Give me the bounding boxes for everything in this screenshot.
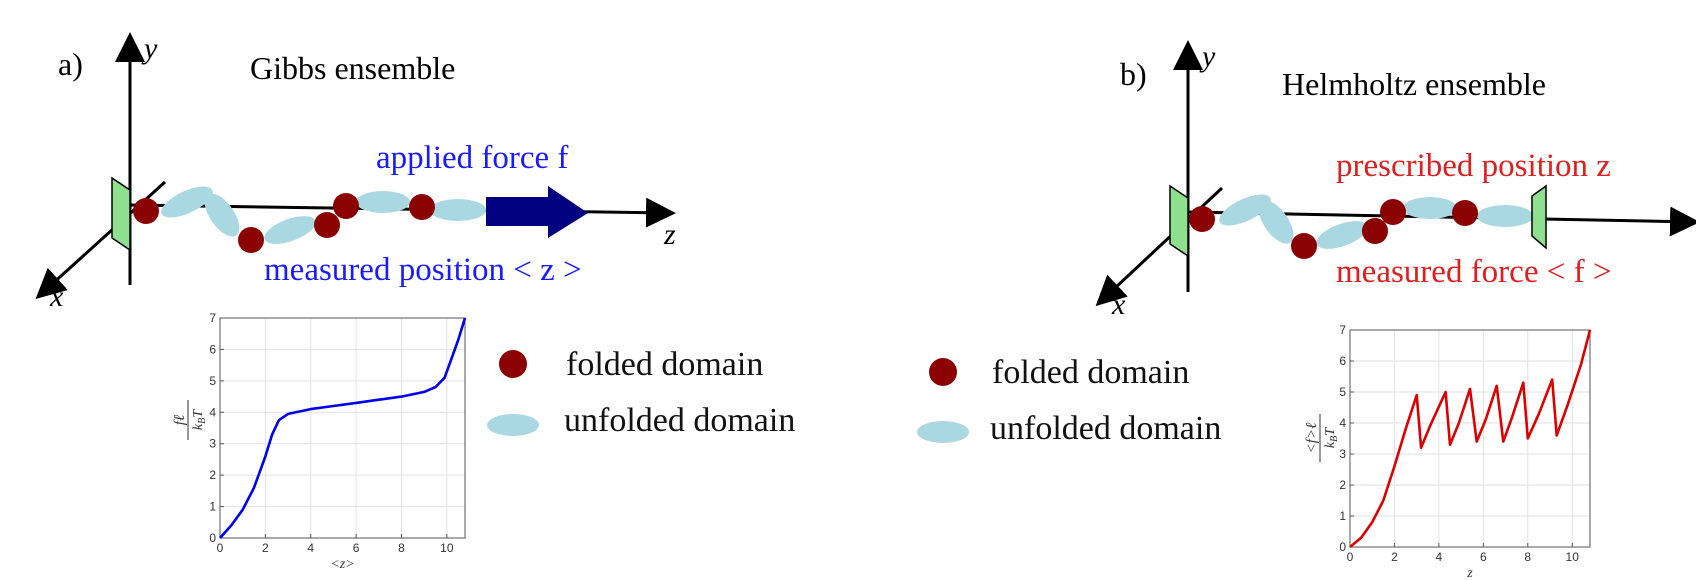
folded-domain [1380, 199, 1406, 225]
plot-b-ytick-label: 2 [1339, 478, 1346, 492]
svg-text:<f>ℓ: <f>ℓ [1304, 423, 1320, 454]
svg-text:kBT: kBT [191, 409, 208, 430]
legend-folded-label-a: folded domain [566, 346, 764, 383]
plot-b-series-line-0 [1349, 329, 1592, 548]
panel-b-title: Helmholtz ensemble [1282, 66, 1546, 102]
panel-b-chain [1189, 194, 1533, 259]
plot-b-ytick-label: 1 [1339, 509, 1346, 523]
panel-b-y-label: y [1202, 40, 1216, 73]
applied-force-label: applied force f [376, 140, 569, 176]
folded-domain [333, 193, 359, 219]
panel-a-chain [133, 186, 486, 253]
plot-a-plot-area [219, 317, 466, 539]
legend-unfolded-label-a: unfolded domain [564, 402, 796, 439]
panel-b-x-axis [1095, 186, 1224, 307]
folded-domain [238, 227, 264, 253]
legend-unfolded-marker-b [917, 421, 969, 443]
folded-domain [1291, 233, 1317, 259]
panel-b-wall-plate [1169, 184, 1189, 258]
panel-a-x-label: x [50, 280, 64, 313]
plot-a-xlabel: <z> [330, 557, 354, 572]
plot-a-ytick-label: 6 [209, 342, 216, 356]
unfolded-domain [161, 186, 213, 218]
panel-b-letter: b) [1120, 56, 1147, 92]
plot-a-xtick-label: 4 [307, 541, 314, 555]
plot-b-xtick-label: 10 [1566, 550, 1580, 564]
panel-b-grip-plate [1531, 184, 1547, 250]
applied-force-arrow [486, 186, 588, 238]
plot-a-xtick-label: 10 [440, 541, 454, 555]
panel-a-letter: a) [58, 46, 83, 82]
folded-domain [1189, 206, 1215, 232]
unfolded-domain [1403, 197, 1457, 219]
plot-a-plot-frame [219, 317, 466, 539]
legend-folded-marker-b [929, 358, 957, 386]
plot-b-xtick-label: 8 [1524, 550, 1531, 564]
folded-domain [409, 194, 435, 220]
folded-domain [1452, 200, 1478, 226]
plot-a-xtick-label: 8 [398, 541, 405, 555]
plot-a-ylabel: fℓ kBT [172, 400, 208, 440]
legend-folded-label-b: folded domain [992, 354, 1190, 391]
plot-a-xtick-label: 2 [262, 541, 269, 555]
measured-force-label: measured force < f > [1336, 254, 1612, 290]
prescribed-position-label: prescribed position z [1336, 148, 1611, 184]
plot-b-xtick-label: 4 [1436, 550, 1443, 564]
unfolded-domain [430, 199, 486, 221]
measured-position-label: measured position < z > [264, 252, 582, 288]
plot-b-xtick-label: 0 [1347, 550, 1354, 564]
panel-b-x-label: x [1112, 288, 1126, 321]
plot-b-xtick-label: 2 [1391, 550, 1398, 564]
plot-b-ytick-label: 7 [1339, 323, 1346, 337]
legend-folded-marker-a [499, 350, 527, 378]
panel-a-z-label: z [664, 218, 676, 251]
plot-a-ytick-label: 2 [209, 468, 216, 482]
plot-a-ytick-label: 4 [209, 405, 216, 419]
plot-b-ytick-label: 4 [1339, 416, 1346, 430]
folded-domain [133, 198, 159, 224]
plot-a-xtick-label: 6 [353, 541, 360, 555]
plot-b-ytick-label: 5 [1339, 385, 1346, 399]
unfolded-domain [1316, 221, 1368, 249]
svg-text:fℓ: fℓ [172, 415, 188, 425]
plot-b-plot-frame [1349, 329, 1591, 548]
panel-a-y-label: y [144, 32, 158, 65]
panel-a-wall-plate [111, 176, 131, 252]
unfolded-domain [264, 216, 316, 244]
svg-text:kBT: kBT [1323, 427, 1340, 448]
folded-domain [314, 212, 340, 238]
folded-domain [1362, 218, 1388, 244]
plot-a-xtick-label: 0 [217, 541, 224, 555]
plot-b-xlabel: z [1466, 566, 1473, 580]
plot-a-ytick-label: 3 [209, 437, 216, 451]
plot-a-ytick-label: 1 [209, 500, 216, 514]
helmholtz-force-extension-plot: 0 2 4 6 8 10 0 1 2 3 4 5 6 7 z [1339, 323, 1592, 580]
plot-a-ytick-label: 7 [209, 311, 216, 325]
unfolded-domain [204, 193, 240, 237]
plot-b-plot-area [1349, 329, 1591, 548]
plot-a-ytick-label: 0 [209, 531, 216, 545]
unfolded-domain [356, 191, 410, 213]
plot-b-ytick-label: 3 [1339, 447, 1346, 461]
panel-a-title: Gibbs ensemble [250, 50, 456, 86]
unfolded-domain [1477, 205, 1533, 227]
unfolded-domain [1219, 194, 1271, 226]
legend-unfolded-marker-a [487, 414, 539, 436]
plot-b-ytick-label: 0 [1339, 540, 1346, 554]
unfolded-domain [1258, 200, 1294, 244]
plot-b-ylabel: <f>ℓ kBT [1304, 414, 1340, 462]
plot-b-xtick-label: 6 [1480, 550, 1487, 564]
legend-unfolded-label-b: unfolded domain [990, 410, 1222, 447]
plot-a-ytick-label: 5 [209, 374, 216, 388]
plot-a-series-line-0 [219, 317, 467, 539]
plot-b-ytick-label: 6 [1339, 354, 1346, 368]
gibbs-force-extension-plot: 0 2 4 6 8 10 0 1 2 3 4 5 6 7 <z> [209, 311, 467, 572]
